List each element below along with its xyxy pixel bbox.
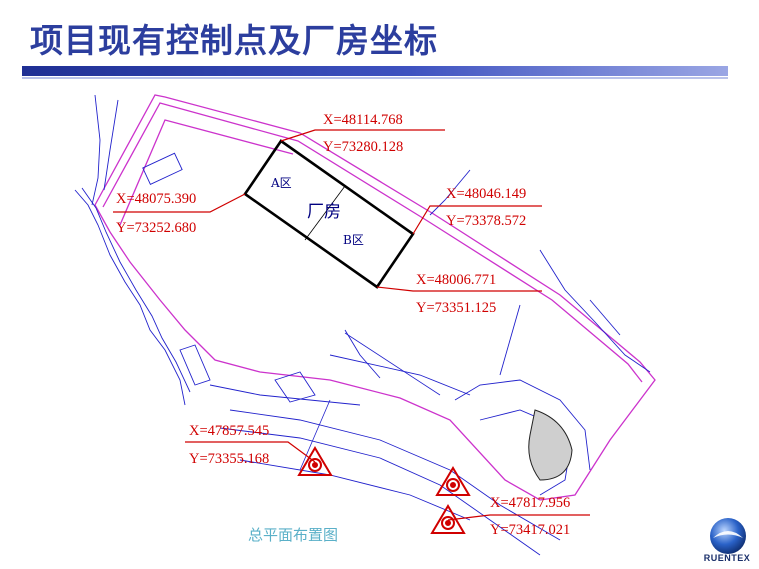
coord-y-3: Y=73378.572 xyxy=(446,213,526,229)
triangle-survey-marker-icon xyxy=(297,446,333,476)
title-underline-thin xyxy=(22,77,728,79)
coord-x-3: X=48046.149 xyxy=(446,186,526,202)
coord-x-2: X=48075.390 xyxy=(116,191,196,207)
dimension-line xyxy=(299,332,441,471)
triangle-survey-marker-icon xyxy=(430,504,466,534)
triangle-survey-marker-icon xyxy=(435,466,471,496)
coord-y-1: Y=73280.128 xyxy=(323,139,403,155)
road-lines xyxy=(74,94,651,556)
coordinate-leaders xyxy=(113,129,590,521)
coord-x-1: X=48114.768 xyxy=(323,112,403,128)
coord-y-5: Y=73355.168 xyxy=(189,451,269,467)
ruentex-logo xyxy=(710,518,746,554)
coord-y-4: Y=73351.125 xyxy=(416,300,496,316)
zone-a-label: A区 xyxy=(270,176,292,190)
coord-x-5: X=47857.545 xyxy=(189,423,269,439)
building-label: 厂房 xyxy=(307,202,341,222)
coord-y-6: Y=73417.021 xyxy=(490,522,570,538)
coord-y-2: Y=73252.680 xyxy=(116,220,196,236)
coord-x-4: X=48006.771 xyxy=(416,272,496,288)
pond-area xyxy=(528,409,573,481)
logo-wordmark: RUENTEX xyxy=(703,553,751,563)
site-boundary xyxy=(94,94,656,501)
zone-b-label: B区 xyxy=(343,233,364,247)
zone-divider xyxy=(304,185,346,241)
title-underline xyxy=(22,66,728,76)
plan-caption: 总平面布置图 xyxy=(248,526,338,544)
coord-x-6: X=47817.956 xyxy=(490,495,570,511)
slide-title: 项目现有控制点及厂房坐标 xyxy=(30,21,438,60)
